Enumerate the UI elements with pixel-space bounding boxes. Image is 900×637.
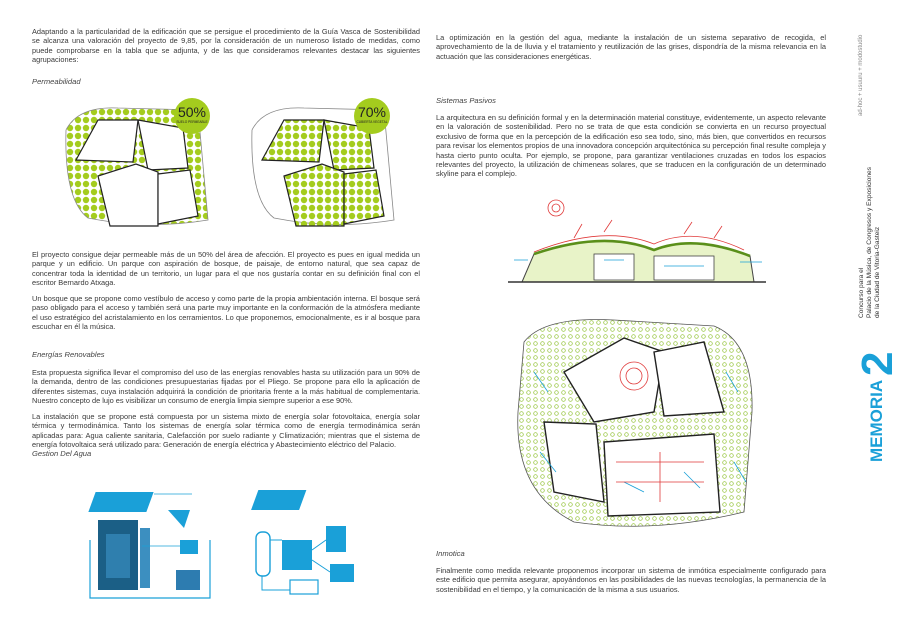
badge-label: CUBIERTA VEGETAL — [356, 120, 388, 124]
energias-paragraph-2: La instalación que se propone está compu… — [32, 412, 420, 450]
permeability-plan-right — [251, 107, 395, 227]
contest-title-line-1: Concurso para el — [858, 267, 865, 318]
inmotica-paragraph: Finalmente como medida relevante propone… — [436, 566, 826, 594]
permeabilidad-paragraph-2: Un bosque que se propone como vestíbulo … — [32, 294, 420, 332]
memoria-number: 2 — [853, 351, 900, 376]
sistemas-pasivos-paragraph: La arquitectura en su definición formal … — [436, 113, 826, 179]
cubierta-vegetal-badge: 70% CUBIERTA VEGETAL — [354, 98, 390, 134]
thermodynamic-diagram — [251, 490, 354, 595]
permeability-plan-left — [65, 107, 209, 227]
solar-energy-diagram — [88, 492, 211, 599]
badge-percent: 70% — [357, 104, 387, 120]
contest-title-line-2: Palacio de la Música, de Congresos y Exp… — [866, 166, 873, 318]
sidebar: ad-hoc + usuuru + modostudio Concurso pa… — [828, 0, 900, 637]
permeabilidad-heading: Permeabilidad — [32, 77, 81, 86]
energias-heading: Energías Renovables — [32, 350, 105, 359]
agua-paragraph: La optimización en la gestión del agua, … — [436, 33, 826, 61]
contest-title-line-3: de la Ciudad de Vitoria-Gasteiz — [874, 226, 881, 318]
badge-label: SUELO PERMEABLE — [176, 120, 208, 124]
inmotica-heading: Inmotica — [436, 549, 465, 558]
badge-percent: 50% — [177, 104, 207, 120]
building-section-diagram — [508, 199, 766, 283]
memoria-label: MEMORIA — [867, 379, 886, 462]
permeabilidad-paragraph-1: El proyecto consigue dejar permeable más… — [32, 250, 420, 288]
intro-paragraph: Adaptando a la particularidad de la edif… — [32, 27, 420, 65]
gestion-agua-heading: Gestion Del Agua — [32, 449, 92, 458]
sistemas-pasivos-heading: Sistemas Pasivos — [436, 96, 496, 105]
site-plan-diagram — [517, 319, 753, 527]
suelo-permeable-badge: 50% SUELO PERMEABLE — [174, 98, 210, 134]
energias-paragraph-1: Esta propuesta significa llevar el compr… — [32, 368, 420, 406]
credits-text: ad-hoc + usuuru + modostudio — [858, 34, 864, 116]
